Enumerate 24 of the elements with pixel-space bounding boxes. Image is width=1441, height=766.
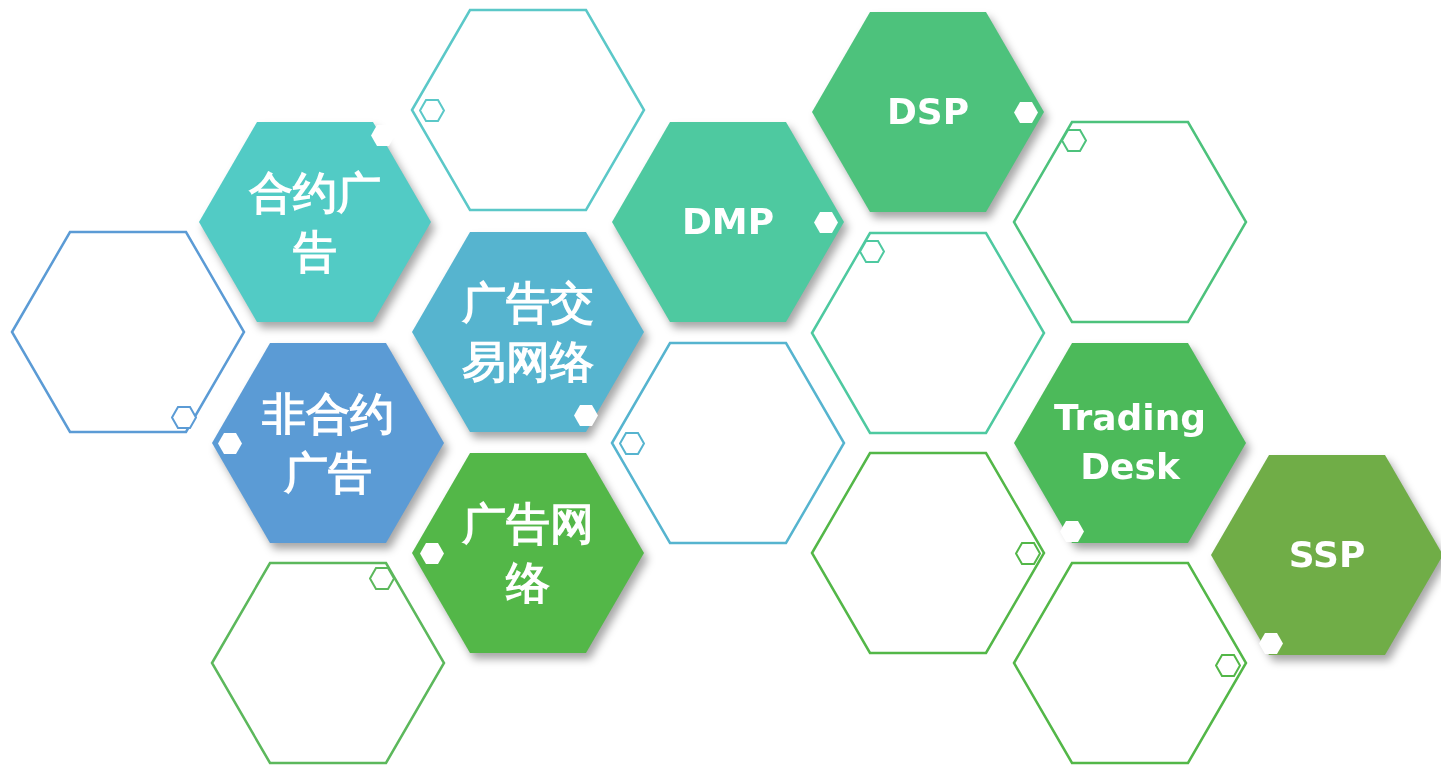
hexagon-outline	[810, 231, 1046, 435]
hexagon-node	[1012, 341, 1248, 545]
node-label: DSP	[885, 89, 971, 134]
node-label: Trading Desk	[1052, 396, 1208, 489]
node-label: DMP	[680, 199, 776, 244]
hexagon-node	[810, 10, 1046, 214]
node-label: 广告交易网络	[461, 275, 595, 389]
node-label: 合约广告	[247, 165, 382, 279]
hexagon-outline	[210, 561, 446, 765]
node-label: 非合约广告	[261, 386, 395, 500]
node-label: 广告网络	[461, 496, 595, 610]
hexagon-outline	[1012, 561, 1248, 765]
hexagon-outline	[810, 451, 1046, 655]
hexagon-outline	[610, 341, 846, 545]
hexagon-outline	[10, 230, 246, 434]
hexagon-node	[610, 120, 846, 324]
hexagon-node	[1209, 453, 1441, 657]
hexagon-node	[410, 451, 646, 655]
hexagon-node	[197, 120, 433, 324]
hexagon-outline	[410, 8, 646, 212]
hexagon-node	[410, 230, 646, 434]
node-label: SSP	[1287, 532, 1367, 577]
hexagon-outline	[1012, 120, 1248, 324]
hexagon-node	[210, 341, 446, 545]
